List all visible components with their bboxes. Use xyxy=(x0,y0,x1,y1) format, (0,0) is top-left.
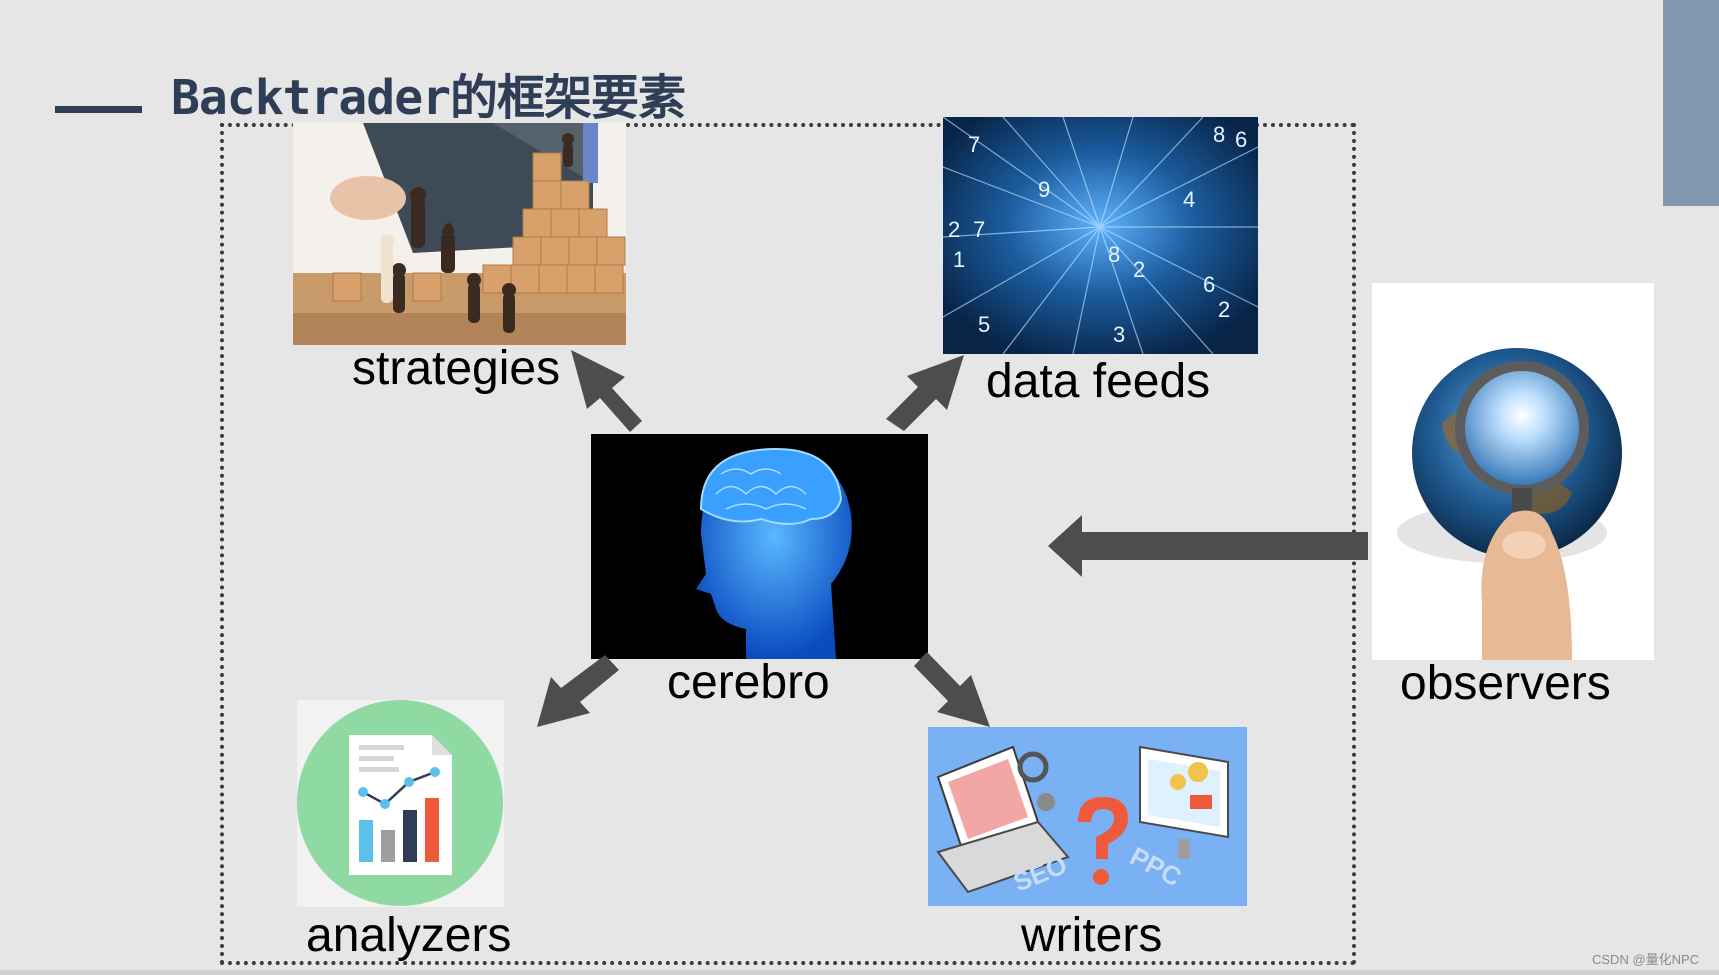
data-feeds-label: data feeds xyxy=(986,355,1211,408)
title-underline-bar xyxy=(55,106,142,113)
observers-image xyxy=(1372,283,1654,660)
arrow-from-observers xyxy=(1048,515,1368,577)
strategies-label: strategies xyxy=(352,342,561,395)
cerebro-image xyxy=(591,434,928,659)
cerebro-label: cerebro xyxy=(667,656,830,709)
svg-text:2: 2 xyxy=(1218,297,1230,322)
bottom-divider xyxy=(0,970,1719,975)
observers-label: observers xyxy=(1400,657,1611,710)
writers-image: SEO PPC xyxy=(928,727,1247,906)
svg-text:2: 2 xyxy=(1133,257,1145,282)
side-accent-bar xyxy=(1663,0,1719,206)
arrow-to-data-feeds xyxy=(886,355,966,431)
page-title: Backtrader的框架要素 xyxy=(171,70,686,126)
svg-text:7: 7 xyxy=(973,217,985,242)
arrow-to-analyzers xyxy=(537,655,619,727)
svg-text:5: 5 xyxy=(978,312,990,337)
analyzers-label: analyzers xyxy=(306,909,512,962)
arrow-to-strategies xyxy=(565,350,645,432)
svg-text:9: 9 xyxy=(1038,177,1050,202)
svg-text:8: 8 xyxy=(1213,122,1225,147)
analyzers-image xyxy=(297,700,504,907)
svg-text:6: 6 xyxy=(1235,127,1247,152)
writers-label: writers xyxy=(1021,909,1163,962)
arrow-to-writers xyxy=(912,652,990,727)
svg-text:2: 2 xyxy=(948,217,960,242)
svg-text:1: 1 xyxy=(953,247,965,272)
svg-text:6: 6 xyxy=(1203,272,1215,297)
svg-text:7: 7 xyxy=(968,132,980,157)
svg-text:4: 4 xyxy=(1183,187,1195,212)
svg-text:3: 3 xyxy=(1113,322,1125,347)
strategies-image xyxy=(293,123,626,345)
watermark: CSDN @量化NPC xyxy=(1592,952,1700,967)
svg-text:8: 8 xyxy=(1108,242,1120,267)
